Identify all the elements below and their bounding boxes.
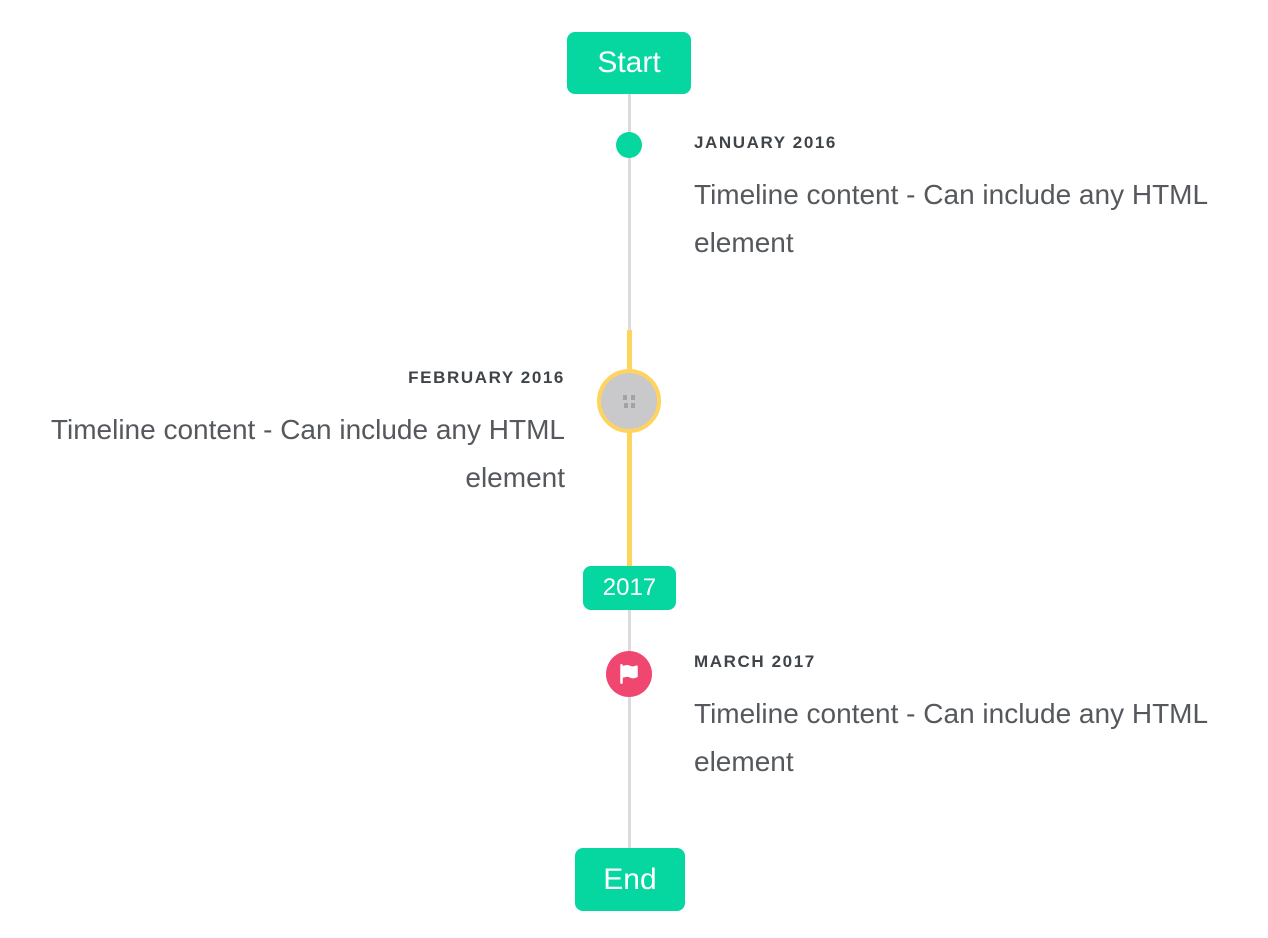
event-date-label: MARCH 2017 — [694, 652, 816, 671]
timeline-line-segment-highlighted — [627, 330, 632, 566]
event-marker-february-circle[interactable] — [597, 369, 661, 433]
timeline-line-segment-bottom — [628, 610, 631, 848]
broken-image-icon — [622, 394, 637, 408]
event-marker-january-dot[interactable] — [616, 132, 642, 158]
timeline-line-segment-top — [628, 94, 631, 330]
event-content-text: Timeline content - Can include any HTML … — [694, 698, 1208, 777]
event-content-text: Timeline content - Can include any HTML … — [694, 179, 1208, 258]
flag-icon — [620, 664, 638, 684]
year-2017-badge[interactable]: 2017 — [583, 566, 676, 610]
end-badge[interactable]: End — [575, 848, 685, 911]
timeline-event-january: JANUARY 2016 Timeline content - Can incl… — [694, 133, 1234, 267]
event-content-text: Timeline content - Can include any HTML … — [50, 414, 565, 493]
event-marker-march-circle[interactable] — [606, 651, 652, 697]
start-badge[interactable]: Start — [567, 32, 691, 94]
timeline-event-february: FEBRUARY 2016 Timeline content - Can inc… — [25, 368, 565, 502]
event-date-label: JANUARY 2016 — [694, 133, 837, 152]
timeline-event-march: MARCH 2017 Timeline content - Can includ… — [694, 652, 1234, 786]
event-date-label: FEBRUARY 2016 — [408, 368, 565, 387]
